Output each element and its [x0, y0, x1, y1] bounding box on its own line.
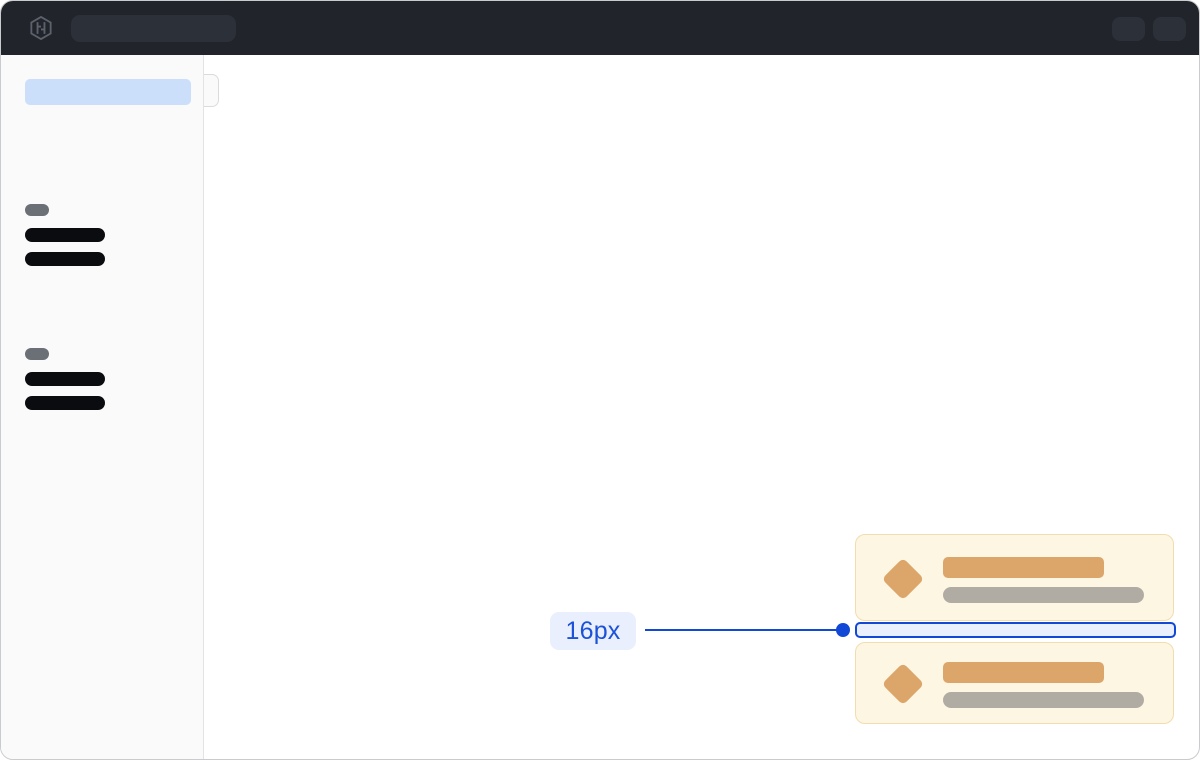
search-input-skeleton[interactable] [71, 15, 236, 42]
toast-description-skeleton [943, 692, 1144, 708]
sidebar-section-label-skeleton [25, 204, 49, 216]
sidebar-item-skeleton[interactable] [25, 228, 105, 242]
hashicorp-logo-icon[interactable] [28, 15, 54, 41]
sidebar-collapse-toggle[interactable] [204, 74, 219, 107]
top-nav-bar [1, 1, 1199, 55]
measurement-dot-icon [836, 623, 850, 637]
toast-skeleton[interactable] [855, 642, 1174, 724]
sidebar [1, 55, 204, 759]
sidebar-item-skeleton[interactable] [25, 372, 105, 386]
toast-skeleton[interactable] [855, 534, 1174, 621]
sidebar-item-skeleton[interactable] [25, 396, 105, 410]
sidebar-section-label-skeleton [25, 348, 49, 360]
measurement-line [645, 629, 837, 631]
toast-title-skeleton [943, 662, 1104, 683]
toast-description-skeleton [943, 587, 1144, 603]
user-menu-skeleton[interactable] [1153, 17, 1186, 41]
spacing-highlight-rect [855, 622, 1176, 638]
toast-title-skeleton [943, 557, 1104, 578]
help-menu-skeleton[interactable] [1112, 17, 1145, 41]
spacing-value-label: 16px [550, 612, 636, 650]
sidebar-item-skeleton[interactable] [25, 252, 105, 266]
sidebar-active-item-skeleton[interactable] [25, 79, 191, 105]
diamond-icon [881, 557, 925, 601]
diamond-icon [881, 662, 925, 706]
